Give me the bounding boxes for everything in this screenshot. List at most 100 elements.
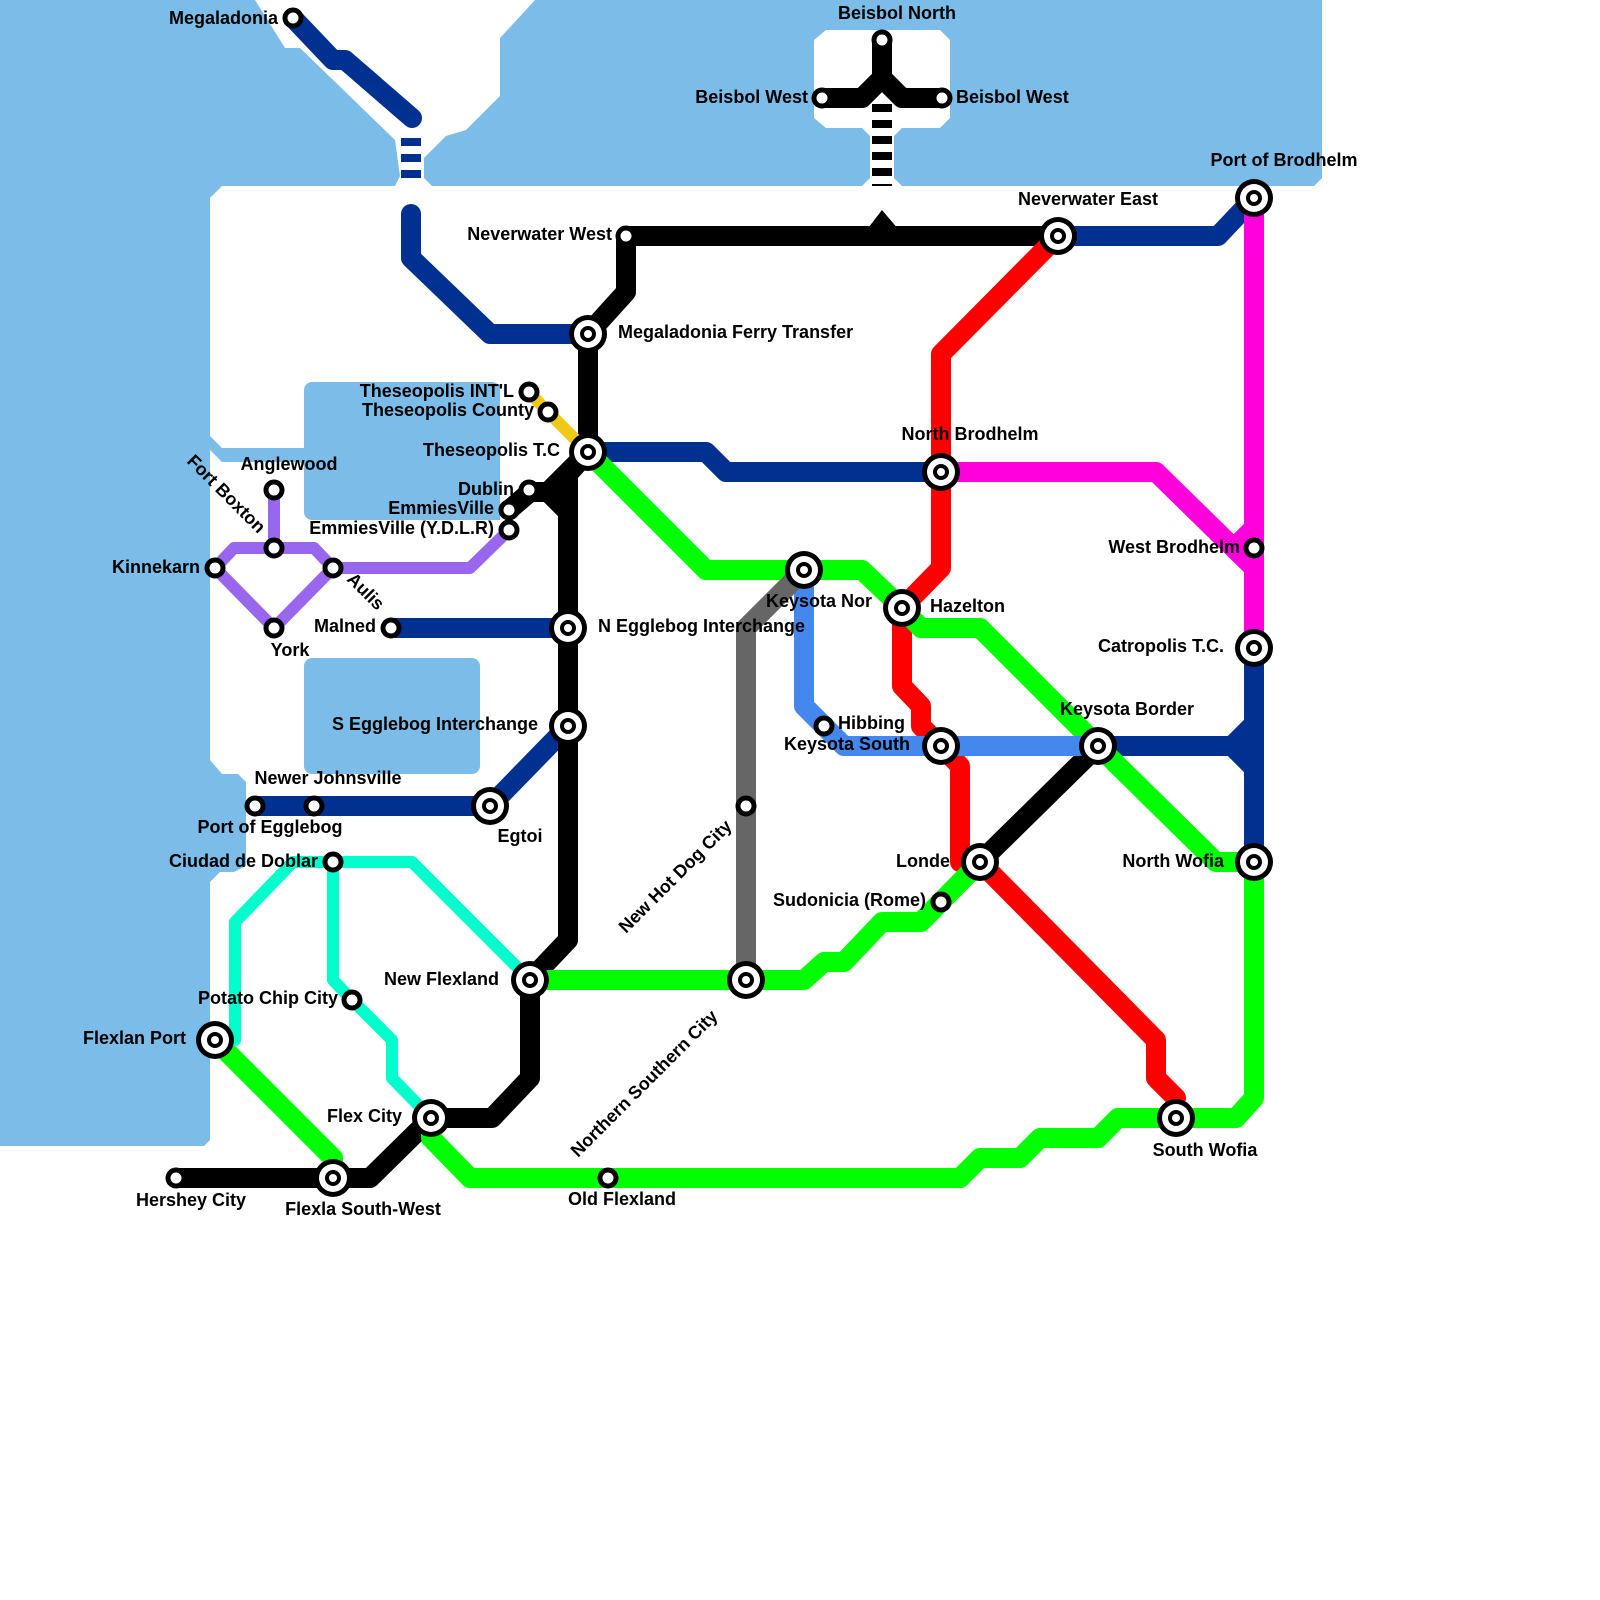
station-label: Theseopolis County (362, 400, 534, 420)
line-red[interactable] (892, 226, 1186, 1108)
line-navy-ferry-to-transfer[interactable] (401, 204, 598, 344)
stop-icon (498, 499, 520, 521)
station-hazelton[interactable] (883, 589, 921, 627)
station-kinnekarn[interactable] (204, 557, 226, 579)
station-north-brodhelm[interactable] (922, 453, 960, 491)
station-northern-southern-city[interactable] (727, 961, 765, 999)
stations-layer (165, 7, 1273, 1197)
station-hershey-city[interactable] (165, 1167, 187, 1189)
interchange-center (800, 566, 808, 574)
station-emmiesville-y-d-l-r[interactable] (498, 519, 520, 541)
station-label: Londe (896, 851, 950, 871)
station-new-flexland[interactable] (511, 961, 549, 999)
interchange-center (584, 448, 592, 456)
interchange-center (1250, 644, 1258, 652)
line-navy-catropolis-wofia[interactable] (1088, 638, 1264, 872)
stop-icon (380, 617, 402, 639)
station-york[interactable] (263, 617, 285, 639)
station-aulis[interactable] (322, 557, 344, 579)
station-dublin[interactable] (518, 479, 540, 501)
station-theseopolis-t-c[interactable] (569, 433, 607, 471)
station-theseopolis-county[interactable] (537, 401, 559, 423)
station-label: Potato Chip City (198, 988, 338, 1008)
water-egglebog-lake (304, 658, 480, 774)
station-label: Keysota Nor (766, 591, 872, 611)
interchange-center (564, 624, 572, 632)
station-port-of-brodhelm[interactable] (1235, 179, 1273, 217)
station-n-egglebog-interchange[interactable] (549, 609, 587, 647)
station-keysota-border[interactable] (1079, 727, 1117, 765)
station-label: Flex City (327, 1106, 402, 1126)
interchange-center (976, 858, 984, 866)
station-keysota-south[interactable] (922, 727, 960, 765)
station-west-brodhelm[interactable] (1243, 537, 1265, 559)
stop-icon (537, 401, 559, 423)
line-green-north[interactable] (421, 442, 1264, 1188)
station-beisbol-north[interactable] (871, 29, 893, 51)
station-hibbing[interactable] (813, 715, 835, 737)
station-fort-boxton[interactable] (263, 537, 285, 559)
line-navy-megaladonia[interactable] (283, 8, 422, 128)
line-magenta[interactable] (931, 188, 1264, 658)
station-flexlan-port[interactable] (196, 1021, 234, 1059)
stop-icon (811, 87, 833, 109)
station-neverwater-east[interactable] (1039, 217, 1077, 255)
station-label: Beisbol North (838, 3, 956, 23)
interchange-center (742, 976, 750, 984)
station-label: Dublin (458, 479, 514, 499)
interchange-center (564, 722, 572, 730)
station-label: Keysota Border (1060, 699, 1194, 719)
station-ciudad-de-doblar[interactable] (322, 851, 344, 873)
station-north-wofia[interactable] (1235, 843, 1273, 881)
stop-icon (498, 519, 520, 541)
interchange-center (526, 976, 534, 984)
station-label: Kinnekarn (112, 557, 200, 577)
interchange-center (486, 802, 494, 810)
stop-icon (518, 479, 540, 501)
station-flex-city[interactable] (412, 1099, 450, 1137)
station-label: Old Flexland (568, 1189, 676, 1209)
station-theseopolis-int-l[interactable] (518, 381, 540, 403)
station-s-egglebog-interchange[interactable] (549, 707, 587, 745)
station-port-of-egglebog[interactable] (244, 795, 266, 817)
water-north-sea (424, 0, 1322, 186)
station-beisbol-west[interactable] (811, 87, 833, 109)
station-label: New Flexland (384, 969, 499, 989)
stop-icon (322, 851, 344, 873)
station-flexla-south-west[interactable] (314, 1159, 352, 1197)
station-south-wofia[interactable] (1157, 1099, 1195, 1137)
station-label: Keysota South (784, 734, 910, 754)
station-malned[interactable] (380, 617, 402, 639)
stop-icon (1243, 537, 1265, 559)
line-green-flexlan[interactable] (205, 1030, 343, 1188)
station-old-flexland[interactable] (597, 1167, 619, 1189)
station-new-hot-dog-city[interactable] (735, 795, 757, 817)
station-keysota-nor[interactable] (785, 551, 823, 589)
line-navy-theseopolis-north-brodhelm[interactable] (578, 442, 951, 482)
station-label: Aulis (343, 569, 388, 614)
stop-icon (322, 557, 344, 579)
station-beisbol-west[interactable] (931, 87, 953, 109)
line-green-south[interactable] (520, 852, 990, 990)
station-neverwater-west[interactable] (615, 225, 637, 247)
station-megaladonia[interactable] (282, 7, 304, 29)
station-label: South Wofia (1153, 1140, 1259, 1160)
station-label: Neverwater East (1018, 189, 1158, 209)
station-newer-johnsville[interactable] (303, 795, 325, 817)
station-emmiesville[interactable] (498, 499, 520, 521)
station-egtoi[interactable] (471, 787, 509, 825)
station-megaladonia-ferry-transfer[interactable] (569, 315, 607, 353)
station-sudonicia-rome[interactable] (930, 891, 952, 913)
line-aqua[interactable] (229, 856, 536, 1124)
stop-icon (165, 1167, 187, 1189)
station-label: S Egglebog Interchange (332, 714, 538, 734)
line-gray[interactable] (736, 560, 814, 990)
station-anglewood[interactable] (263, 479, 285, 501)
station-potato-chip-city[interactable] (341, 989, 363, 1011)
stop-icon (931, 87, 953, 109)
station-catropolis-t-c[interactable] (1235, 629, 1273, 667)
station-label: Hibbing (838, 713, 905, 733)
station-londe[interactable] (961, 843, 999, 881)
interchange-center (1172, 1114, 1180, 1122)
line-black-londe-border[interactable] (970, 736, 1108, 872)
